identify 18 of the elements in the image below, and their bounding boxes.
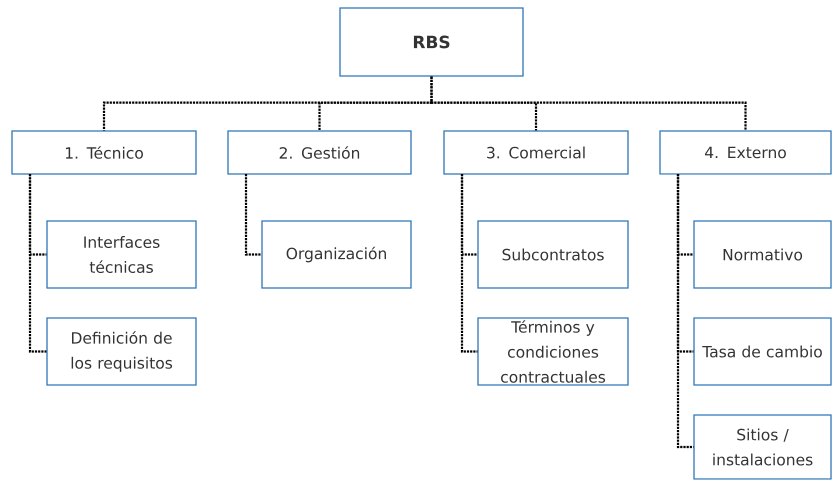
item-box: Interfaces técnicas: [46, 220, 197, 289]
category-box: 3. Comercial: [443, 130, 629, 175]
item-box: Términos y condiciones contractuales: [477, 317, 629, 386]
category-box: 2. Gestión: [227, 130, 412, 175]
item-box: Definición de los requisitos: [46, 317, 197, 386]
connector-line: [28, 174, 46, 353]
item-box: Organización: [261, 220, 412, 289]
connector-line: [460, 174, 478, 353]
item-box: Subcontratos: [477, 220, 629, 289]
connector-line: [244, 174, 262, 256]
category-box: 1. Técnico: [11, 130, 197, 175]
item-box: Sitios / instalaciones: [693, 414, 832, 480]
item-box: Normativo: [693, 220, 832, 289]
connector-line: [676, 174, 694, 448]
connector-line: [430, 76, 747, 130]
title-box: RBS: [339, 7, 524, 77]
category-box: 4. Externo: [659, 130, 832, 175]
item-box: Tasa de cambio: [693, 317, 832, 386]
